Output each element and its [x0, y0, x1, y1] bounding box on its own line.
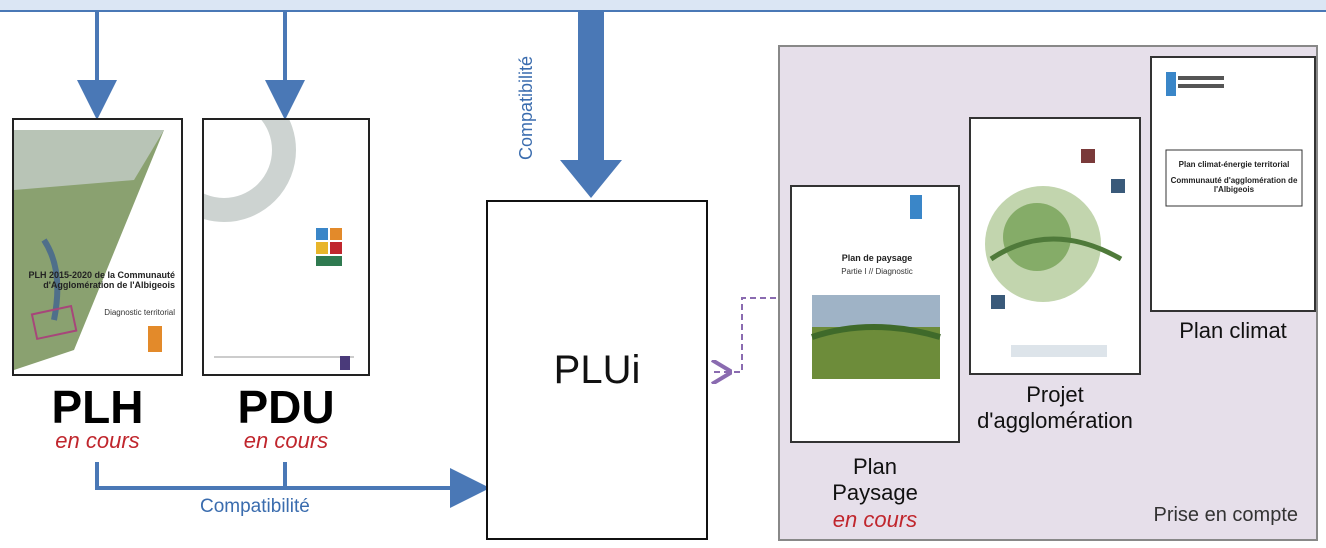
- dashed-link: [712, 297, 776, 372]
- plh-title: PLH: [51, 381, 144, 433]
- plan-paysage-line1: Plan: [852, 454, 898, 479]
- compat-line: [95, 462, 490, 508]
- plan-climat-cover: Plan climat-énergie territorial Communau…: [1150, 56, 1316, 312]
- plan-paysage-line2: Paysage: [832, 480, 918, 506]
- plan-paysage-cover-title: Plan de paysage: [841, 253, 913, 263]
- plan-paysage-status: en cours: [832, 506, 918, 532]
- top-banner-edge: [0, 0, 1326, 12]
- plh-cover-text: PLH 2015-2020 de la Communauté d'Agglomé…: [28, 270, 175, 290]
- pdu-title: PDU: [237, 381, 335, 433]
- plan-paysage-cover-photo: [811, 195, 941, 379]
- plh-status: en cours: [55, 428, 140, 453]
- plan-paysage-cover-sub: Partie I // Diagnostic: [841, 267, 913, 276]
- plui-box: PLUi: [486, 200, 708, 540]
- plui-label: PLUi: [553, 347, 641, 392]
- plh-cover-sub: Diagnostic territorial: [104, 308, 175, 317]
- plan-paysage-caption: Plan Paysage en cours: [790, 454, 960, 533]
- plh-cover: PLH 2015-2020 de la Communauté d'Agglomé…: [12, 118, 183, 376]
- plan-climat-cover-graphic: [1165, 72, 1303, 207]
- plh-cover-photo: [14, 130, 164, 370]
- plan-climat-cover-sub: Communauté d'agglomération de l'Albigeoi…: [1170, 176, 1298, 194]
- projet-agglo-line2: d'agglomération: [977, 408, 1133, 434]
- compat-vertical-label: Compatibilité: [516, 55, 536, 160]
- projet-agglo-cover: [969, 117, 1141, 375]
- prise-en-compte-label: Prise en compte: [1153, 504, 1298, 526]
- big-arrow-to-plui: [560, 10, 622, 198]
- projet-agglo-caption: Projet d'agglomération: [962, 382, 1148, 435]
- projet-agglo-line1: Projet: [1026, 382, 1084, 407]
- pdu-cover: [202, 118, 370, 376]
- pdu-status: en cours: [243, 428, 329, 453]
- compat-horizontal-label: Compatibilité: [200, 496, 310, 517]
- pdu-cover-graphic: [204, 120, 354, 370]
- plan-climat-cover-title: Plan climat-énergie territorial: [1178, 160, 1290, 169]
- plan-paysage-cover: Plan de paysage Partie I // Diagnostic: [790, 185, 960, 443]
- plan-climat-caption: Plan climat: [1179, 318, 1287, 343]
- projet-agglo-cover-graphic: [985, 149, 1125, 357]
